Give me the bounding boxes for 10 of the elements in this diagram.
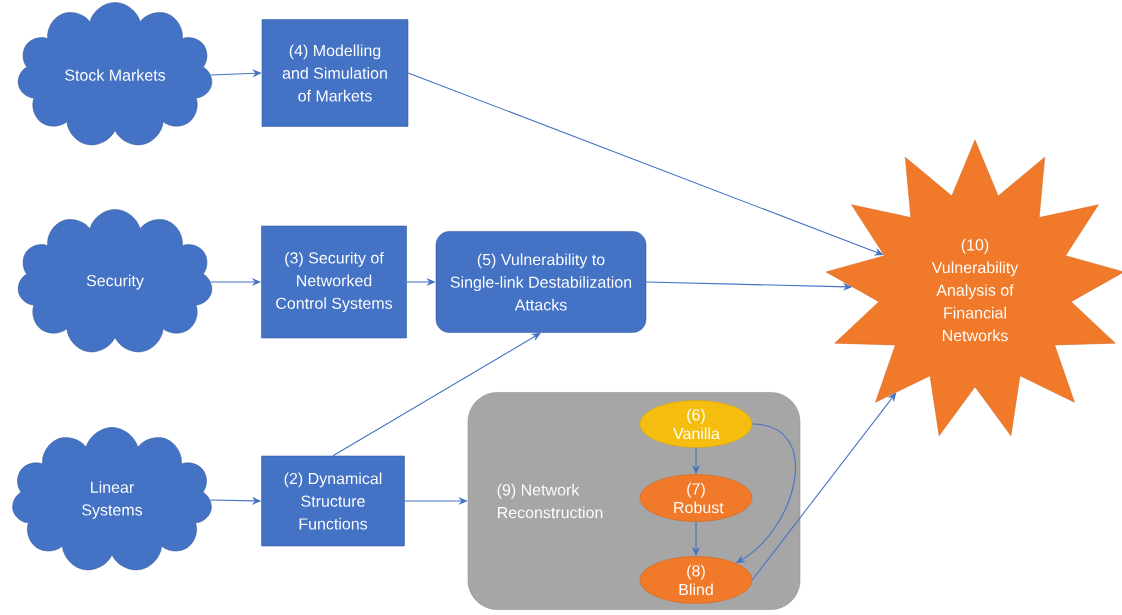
ellipse-node: (8) Blind bbox=[639, 556, 753, 604]
arrow bbox=[407, 72, 884, 256]
arrow bbox=[332, 332, 541, 457]
process-box: (4) Modelling and Simulation of Markets bbox=[261, 19, 409, 127]
process-box: (3) Security of Networked Control Systems bbox=[261, 225, 407, 339]
ellipse-node: (6) Vanilla bbox=[639, 400, 753, 448]
ellipse-node: (7) Robust bbox=[639, 474, 753, 522]
arrow bbox=[751, 392, 897, 581]
process-box: (5) Vulnerability to Single-link Destabilization Attacks bbox=[435, 231, 647, 333]
process-box: (2) Dynamical Structure Functions bbox=[261, 455, 405, 547]
